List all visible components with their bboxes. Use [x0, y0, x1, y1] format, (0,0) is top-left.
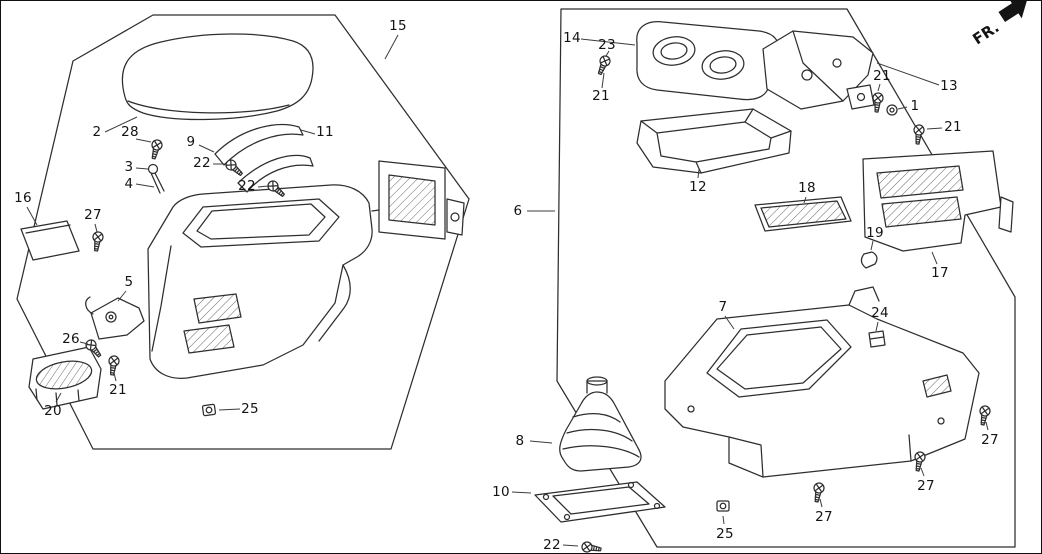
callout-label-23-17: 23 — [598, 37, 616, 53]
callout-label-10-31: 10 — [492, 484, 510, 500]
leader-line-7-28 — [724, 315, 735, 330]
leader-line-27-33 — [920, 467, 925, 477]
callout-label-25-15: 25 — [241, 401, 259, 417]
callout-label-28-2: 28 — [121, 124, 139, 140]
console-body — [147, 184, 373, 379]
leader-line-20-14 — [55, 392, 62, 403]
callout-label-22-36: 22 — [543, 537, 561, 553]
callout-label-22-7: 22 — [193, 155, 211, 171]
leader-line-9-3 — [198, 144, 215, 153]
right-assembly-boundary — [556, 8, 1016, 548]
fr-arrow-icon — [998, 1, 1027, 23]
callout-label-12-23: 12 — [689, 179, 707, 195]
leader-line-24-29 — [875, 321, 879, 332]
callout-label-7-28: 7 — [718, 299, 728, 315]
console-side-pocket — [371, 160, 465, 240]
right-hardware-screws — [580, 53, 992, 553]
callout-label-6-25: 6 — [513, 203, 523, 219]
bracket-part-13 — [762, 30, 875, 110]
leader-line-11-4 — [300, 129, 316, 135]
leader-line-15-0 — [384, 34, 399, 60]
callout-label-24-29: 24 — [871, 305, 889, 321]
callout-label-16-9: 16 — [14, 190, 32, 206]
callout-label-14-16: 14 — [563, 30, 581, 46]
leader-line-22-36 — [562, 544, 579, 547]
callout-label-27-34: 27 — [815, 509, 833, 525]
callout-label-4-6: 4 — [124, 176, 134, 192]
callout-label-27-10: 27 — [84, 207, 102, 223]
callout-label-17-27: 17 — [931, 265, 949, 281]
leader-line-3-5 — [135, 167, 149, 170]
callout-label-26-12: 26 — [62, 331, 80, 347]
leader-line-19-26 — [870, 240, 874, 251]
leader-line-18-24 — [803, 196, 807, 204]
leader-line-22-8 — [257, 185, 269, 188]
leader-line-5-11 — [117, 290, 127, 302]
leader-line-21-20 — [877, 83, 881, 92]
callout-label-3-5: 3 — [124, 159, 134, 175]
callout-label-8-30: 8 — [515, 433, 525, 449]
callout-label-13-19: 13 — [940, 78, 958, 94]
callout-label-21-20: 21 — [873, 68, 891, 84]
leader-line-4-6 — [135, 183, 155, 188]
rear-tray-part-14 — [636, 21, 780, 101]
left-assembly-boundary — [16, 14, 470, 450]
leader-lines — [26, 34, 989, 547]
leader-line-27-32 — [985, 421, 989, 431]
callout-label-27-33: 27 — [917, 478, 935, 494]
leader-line-21-13 — [113, 372, 117, 382]
tray-part-12 — [636, 108, 792, 174]
fr-label: FR. — [969, 18, 1002, 48]
leader-line-14-16 — [580, 38, 636, 46]
callout-label-11-4: 11 — [316, 124, 334, 140]
leader-line-10-31 — [511, 491, 532, 494]
callout-label-5-11: 5 — [124, 274, 134, 290]
leader-line-28-2 — [135, 138, 152, 143]
leader-line-23-17 — [605, 50, 610, 57]
leader-line-12-23 — [697, 168, 700, 179]
leader-line-13-19 — [876, 62, 940, 86]
callout-label-2-1: 2 — [92, 124, 102, 140]
clip-part-19 — [860, 251, 878, 269]
callout-label-1-21: 1 — [910, 98, 920, 114]
callout-label-22-8: 22 — [238, 178, 256, 194]
leader-line-8-30 — [529, 440, 553, 444]
callout-label-18-24: 18 — [798, 180, 816, 196]
leader-line-17-27 — [931, 251, 938, 265]
callout-label-20-14: 20 — [44, 403, 62, 419]
armrest-lid — [121, 33, 314, 121]
callout-label-21-13: 21 — [109, 382, 127, 398]
callout-label-9-3: 9 — [186, 134, 196, 150]
callout-label-25-35: 25 — [716, 526, 734, 542]
boot-frame-part-10 — [534, 481, 666, 523]
callout-label-19-26: 19 — [866, 225, 884, 241]
leader-line-27-10 — [94, 223, 98, 233]
pocket-part-20 — [28, 346, 102, 410]
callout-label-21-18: 21 — [592, 88, 610, 104]
bezel-part-17 — [862, 150, 1014, 252]
bracket-part-5 — [85, 296, 145, 340]
leader-line-21-18 — [601, 72, 605, 89]
lid-part-16 — [20, 220, 80, 261]
leader-line-27-34 — [819, 498, 823, 508]
leader-line-26-12 — [79, 341, 89, 345]
leader-line-25-15 — [218, 408, 241, 411]
leader-line-25-35 — [722, 515, 725, 525]
callout-label-21-22: 21 — [944, 119, 962, 135]
callout-label-27-32: 27 — [981, 432, 999, 448]
leader-line-21-22 — [926, 127, 943, 130]
fr-direction-indicator: FR. — [969, 1, 1027, 48]
callout-label-15-0: 15 — [389, 18, 407, 34]
leader-line-16-9 — [26, 206, 38, 226]
shift-boot-part-8 — [559, 376, 642, 472]
rear-console-part-7 — [664, 286, 980, 478]
leader-line-2-1 — [104, 116, 138, 133]
clip-part-24 — [868, 330, 886, 348]
panel-part-18 — [754, 196, 852, 232]
leader-line-1-21 — [897, 106, 908, 110]
armrest-hinge-straps — [147, 123, 314, 194]
